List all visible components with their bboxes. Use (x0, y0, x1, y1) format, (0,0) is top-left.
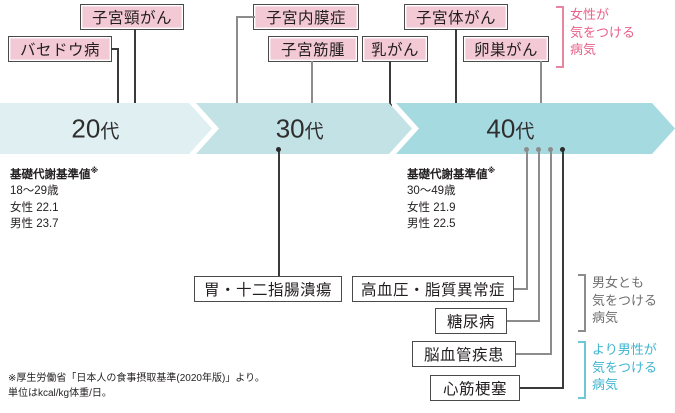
decade-segment-30s: 30代 (196, 103, 412, 154)
bracket-both (578, 274, 586, 332)
legend-female-line3: 病気 (570, 42, 597, 57)
disease-box-ovarian-cancer: 卵巣がん (463, 36, 549, 62)
disease-label: 子宮筋腫 (280, 42, 345, 59)
legend-male-line2: 気をつける (592, 359, 658, 375)
disease-box-myocardial-infarction: 心筋梗塞 (430, 375, 520, 401)
disease-label: 高血圧・脂質異常症 (360, 282, 505, 299)
disease-box-gastric-ulcer: 胃・十二指腸潰瘍 (194, 276, 342, 302)
disease-label: 乳がん (370, 42, 419, 59)
disease-label: 胃・十二指腸潰瘍 (203, 282, 332, 299)
stat-age-range: 18〜29歳 (10, 185, 59, 198)
disease-box-cerebrovascular: 脳血管疾患 (412, 341, 516, 367)
connector-cerebrovascular-dot (548, 147, 553, 152)
stat-male: 男性 22.5 (407, 218, 456, 231)
disease-box-diabetes: 糖尿病 (435, 308, 507, 334)
stat-heading: 基礎代謝基準値※ (10, 166, 99, 181)
disease-label: 子宮頸がん (91, 10, 172, 27)
connector-basedow-v (117, 48, 119, 106)
connector-cerebrovascular-v (550, 148, 552, 353)
decade-label-40s: 40代 (486, 113, 535, 143)
stat-heading: 基礎代謝基準値※ (407, 166, 496, 181)
connector-cerebrovascular-h (514, 353, 552, 355)
legend-male-line1: より男性が (592, 342, 657, 357)
disease-box-basedow: バセドウ病 (8, 36, 112, 62)
legend-both-line3: 病気 (592, 310, 619, 325)
bracket-female (556, 6, 564, 68)
connector-endometriosis-h (236, 16, 255, 18)
disease-label: 糖尿病 (446, 314, 495, 331)
connector-myocardial-v (562, 148, 564, 388)
legend-both-line2: 気をつける (592, 292, 658, 308)
connector-hypertension-h (512, 288, 528, 290)
legend-male: より男性が 気をつける 病気 (592, 341, 657, 394)
disease-label: バセドウ病 (19, 42, 100, 59)
disease-box-hypertension: 高血圧・脂質異常症 (352, 276, 514, 302)
stat-female: 女性 22.1 (10, 201, 59, 214)
connector-fibroid-v (311, 61, 313, 106)
legend-both: 男女とも 気をつける 病気 (592, 274, 657, 327)
metabolic-stats-30s: 基礎代謝基準値※ 30〜49歳 女性 21.9 男性 22.5 (407, 163, 495, 233)
connector-diabetes-h (506, 320, 540, 322)
legend-female: 女性が 気をつける 病気 (570, 6, 635, 59)
stat-female: 女性 21.9 (407, 201, 456, 214)
disease-box-uterine-body-cancer: 子宮体がん (404, 4, 508, 30)
connector-ovarian-v (540, 61, 542, 106)
disease-label: 脳血管疾患 (423, 347, 504, 364)
disease-label: 子宮体がん (415, 10, 496, 27)
stat-age-range: 30〜49歳 (407, 185, 456, 198)
connector-uterinebody-v (455, 29, 457, 106)
bracket-male (578, 341, 586, 399)
decade-timeline-band: 20代 30代 40代 (0, 103, 675, 154)
disease-box-uterine-fibroid: 子宮筋腫 (268, 36, 358, 62)
connector-endometriosis-v (236, 16, 238, 106)
connector-breast-v (389, 61, 391, 106)
connector-diabetes-v (538, 148, 540, 320)
footnote-line2: 単位はkcal/kg体重/日。 (8, 387, 112, 399)
disease-box-cervical-cancer: 子宮頸がん (80, 4, 184, 30)
connector-cervical-v (134, 29, 136, 106)
disease-label: 心筋梗塞 (442, 381, 507, 398)
connector-hypertension-dot (524, 147, 529, 152)
connector-basedow-h (111, 48, 119, 50)
decade-segment-40s: 40代 (396, 103, 675, 154)
legend-female-line2: 気をつける (570, 24, 636, 40)
metabolic-stats-20s: 基礎代謝基準値※ 18〜29歳 女性 22.1 男性 23.7 (10, 163, 98, 233)
disease-box-breast-cancer: 乳がん (362, 36, 428, 62)
disease-label: 卵巣がん (473, 42, 538, 59)
disease-label: 子宮内膜症 (265, 10, 346, 27)
connector-gastric-dot (276, 147, 281, 152)
connector-myocardial-h (519, 387, 564, 389)
connector-myocardial-dot (560, 147, 565, 152)
connector-hypertension-v (526, 148, 528, 288)
stat-male: 男性 23.7 (10, 218, 59, 231)
decade-label-20s: 20代 (71, 113, 120, 143)
decade-label-30s: 30代 (275, 113, 324, 143)
legend-both-line1: 男女とも (592, 275, 645, 290)
connector-gastric-v (278, 148, 280, 280)
footnote: ※厚生労働省「日本人の食事摂取基準(2020年版)」より。 単位はkcal/kg… (8, 372, 265, 401)
connector-diabetes-dot (536, 147, 541, 152)
legend-female-line1: 女性が (570, 7, 610, 22)
legend-male-line3: 病気 (592, 377, 619, 392)
footnote-line1: ※厚生労働省「日本人の食事摂取基準(2020年版)」より。 (8, 373, 265, 384)
decade-segment-20s: 20代 (0, 103, 212, 154)
disease-box-endometriosis: 子宮内膜症 (253, 4, 359, 30)
